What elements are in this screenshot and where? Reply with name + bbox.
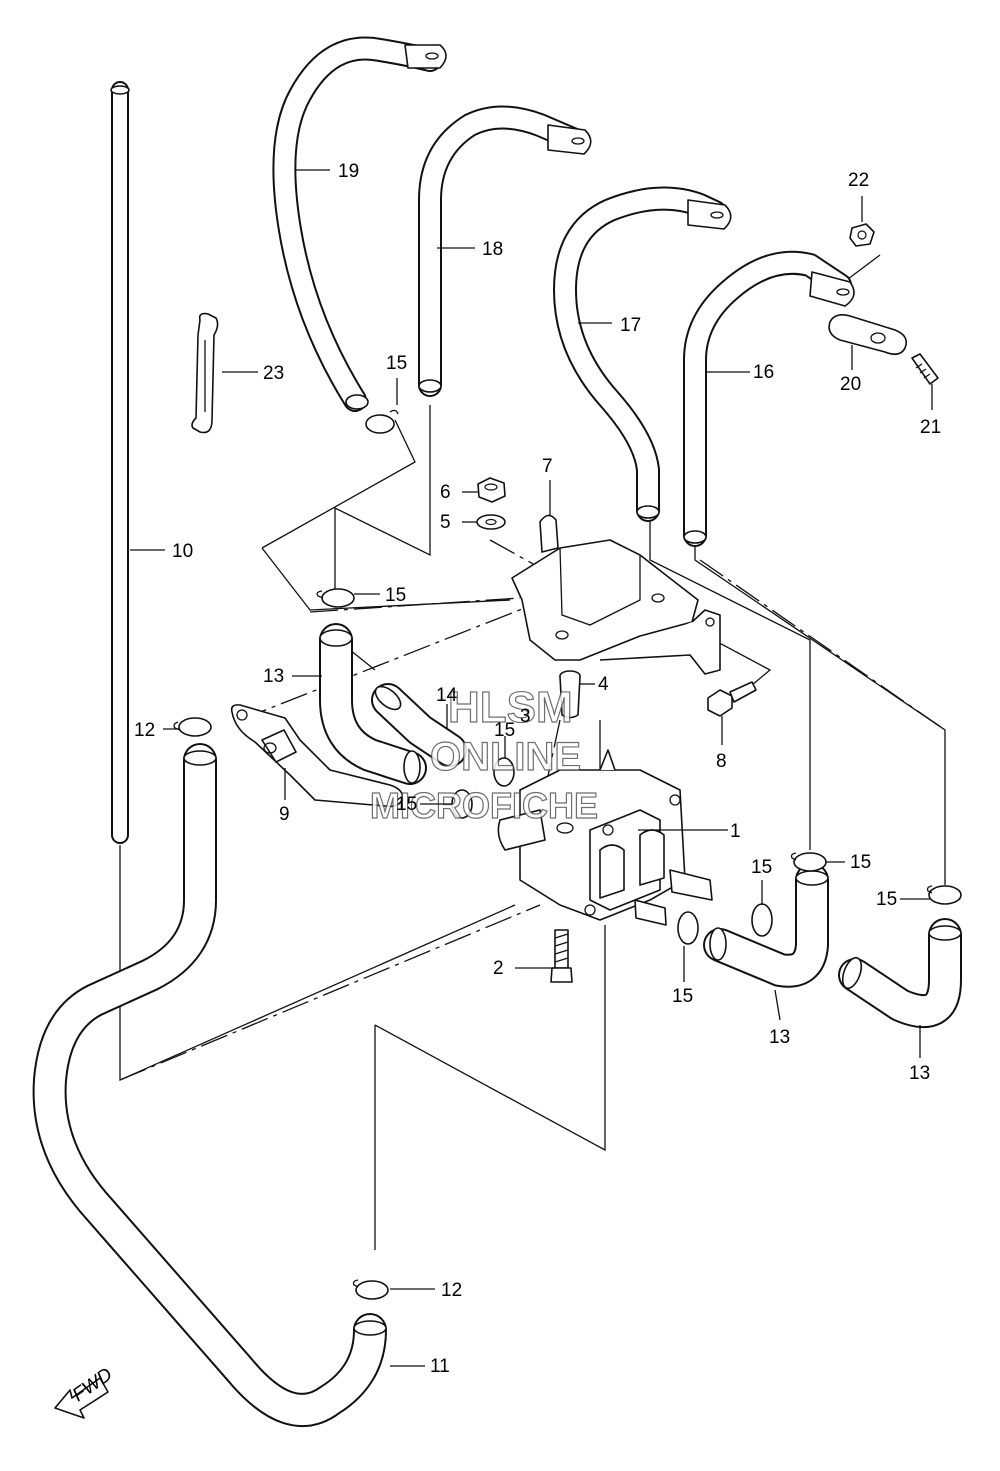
fuel-pipe-10 (110, 81, 130, 844)
nut-22 (849, 223, 875, 247)
fuel-hose-14 (371, 683, 467, 767)
callout-15-d: 15 (396, 794, 417, 815)
callout-9: 9 (279, 804, 290, 825)
stud-21 (911, 353, 939, 385)
callout-16: 16 (753, 362, 774, 383)
fuel-hose-13-right (838, 918, 962, 1029)
bracket-7 (511, 514, 721, 675)
callout-3: 3 (520, 706, 531, 727)
callout-4: 4 (598, 674, 609, 695)
callout-15-g: 15 (751, 857, 772, 878)
clip-15-e (790, 852, 827, 872)
callout-8: 8 (716, 751, 727, 772)
screw-2 (550, 929, 573, 983)
collar-4 (559, 670, 581, 719)
callout-15-c: 15 (494, 720, 515, 741)
fuel-pipe-18 (418, 105, 592, 397)
clip-12-lower (352, 1279, 389, 1300)
hose-clips (173, 409, 962, 1300)
clip-15-a (365, 409, 399, 434)
callout-15-a: 15 (386, 353, 407, 374)
callout-2: 2 (493, 958, 504, 979)
callout-20: 20 (840, 374, 861, 395)
clip-15-c (493, 757, 515, 787)
callout-6: 6 (440, 482, 451, 503)
callout-10: 10 (172, 541, 193, 562)
fuel-hose-11 (32, 743, 387, 1427)
callout-15-h: 15 (672, 986, 693, 1007)
callout-12-upper: 12 (134, 720, 155, 741)
watermark-line-1: HLSM (448, 683, 573, 732)
callout-13-right: 13 (909, 1063, 930, 1084)
nut-6 (477, 477, 506, 503)
bolt-8 (707, 681, 757, 717)
clip-12-upper (173, 717, 212, 737)
callout-23: 23 (263, 363, 284, 384)
callout-21: 21 (920, 417, 941, 438)
callout-15-b: 15 (385, 585, 406, 606)
fuel-pump-1 (497, 749, 713, 926)
callout-17: 17 (620, 315, 641, 336)
callout-7: 7 (542, 456, 553, 477)
callout-19: 19 (338, 161, 359, 182)
callout-15-e: 15 (850, 852, 871, 873)
washer-5 (476, 514, 506, 530)
fuel-pipe-16 (683, 250, 855, 547)
callout-18: 18 (482, 239, 503, 260)
callout-14: 14 (436, 685, 458, 706)
callout-labels: 1 2 3 4 5 6 7 8 9 10 11 12 12 13 13 13 1… (134, 161, 941, 1377)
clip-23 (191, 312, 219, 434)
gasket-20 (828, 314, 908, 356)
fuel-pipe-17 (553, 186, 732, 522)
watermark-line-3: MICROFICHE (370, 785, 598, 826)
clip-15-g (751, 903, 773, 937)
callout-22: 22 (848, 170, 869, 191)
bracket-9 (230, 704, 404, 808)
clip-15-f (926, 885, 962, 905)
callout-15-f: 15 (876, 889, 897, 910)
fuel-hose-13-middle (703, 863, 829, 988)
forward-direction-arrow-icon: FWD (54, 1364, 117, 1419)
callout-13-upper: 13 (263, 666, 284, 687)
callout-1: 1 (730, 821, 741, 842)
clip-15-b (316, 588, 355, 608)
callout-12-lower: 12 (441, 1280, 462, 1301)
callout-leaders (130, 169, 933, 1367)
callout-11: 11 (430, 1356, 450, 1377)
clip-15-h (677, 911, 699, 945)
fuel-hose-13-upper (319, 623, 427, 785)
fuel-pipe-19 (272, 36, 447, 412)
callout-5: 5 (440, 512, 451, 533)
callout-13-middle: 13 (769, 1027, 790, 1048)
